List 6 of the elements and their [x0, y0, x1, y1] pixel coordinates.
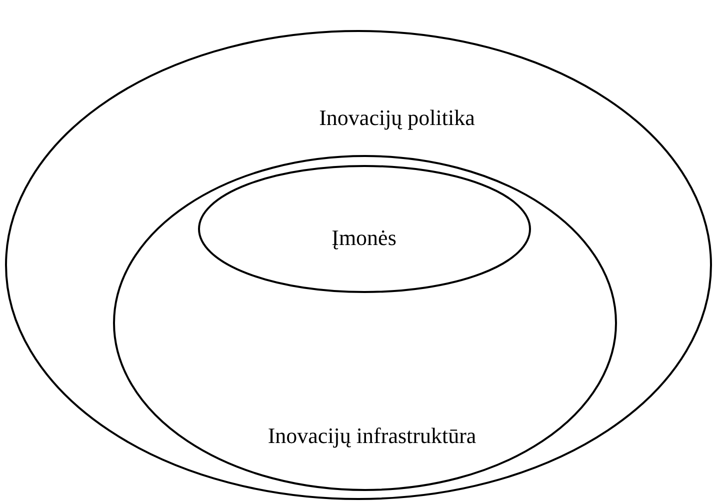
region-label: Įmonės [332, 225, 396, 251]
region-label: Inovacijų infrastruktūra [268, 423, 476, 449]
ellipse-region [5, 30, 712, 500]
ellipse-region [113, 155, 617, 491]
region-label: Inovacijų politika [319, 105, 475, 131]
ellipse-region [198, 165, 531, 293]
